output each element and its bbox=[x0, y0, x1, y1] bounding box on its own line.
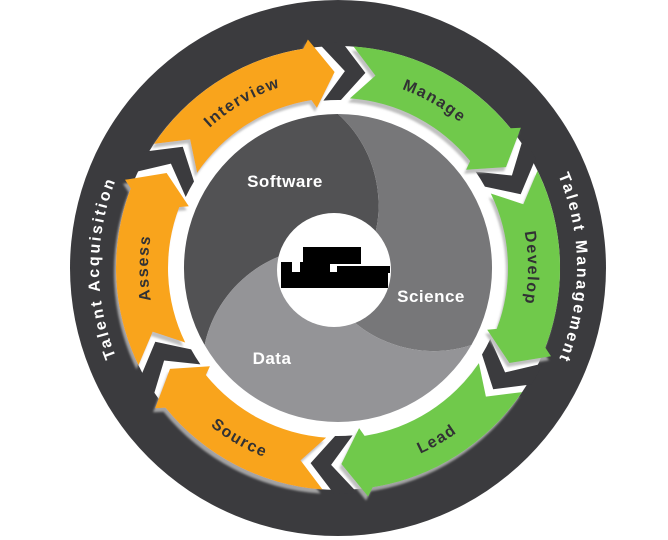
junction-chevron bbox=[310, 435, 358, 495]
junction-chevron bbox=[140, 341, 201, 398]
arrow-manage bbox=[349, 46, 521, 170]
swirl-label-software: Software bbox=[247, 172, 323, 191]
redaction-block bbox=[303, 247, 361, 264]
junction-chevron bbox=[318, 41, 366, 101]
swirl-arm-software bbox=[183, 114, 379, 345]
junction-chevrons bbox=[133, 41, 543, 495]
redacted-logo bbox=[281, 247, 390, 288]
arrow-label-assess: Assess bbox=[135, 234, 155, 302]
redaction-block bbox=[337, 266, 390, 273]
center-disc bbox=[277, 213, 391, 327]
swirl-label-data: Data bbox=[253, 349, 292, 368]
redaction-block bbox=[300, 262, 330, 273]
arrow-lead bbox=[341, 363, 522, 497]
arrow-interview bbox=[154, 39, 335, 173]
swirl-arm-data bbox=[204, 249, 472, 423]
arrow-segments bbox=[115, 39, 561, 497]
arrow-source bbox=[155, 366, 327, 490]
junction-chevron bbox=[133, 146, 194, 197]
junction-chevron bbox=[475, 138, 536, 195]
arrow-assess bbox=[115, 173, 189, 366]
arrow-develop bbox=[487, 170, 561, 363]
swirl-label-science: Science bbox=[397, 287, 465, 306]
junction-chevron bbox=[482, 339, 543, 390]
arrow-label-develop: Develop bbox=[521, 230, 541, 307]
redaction-block bbox=[281, 272, 388, 288]
redaction-block bbox=[281, 262, 292, 273]
